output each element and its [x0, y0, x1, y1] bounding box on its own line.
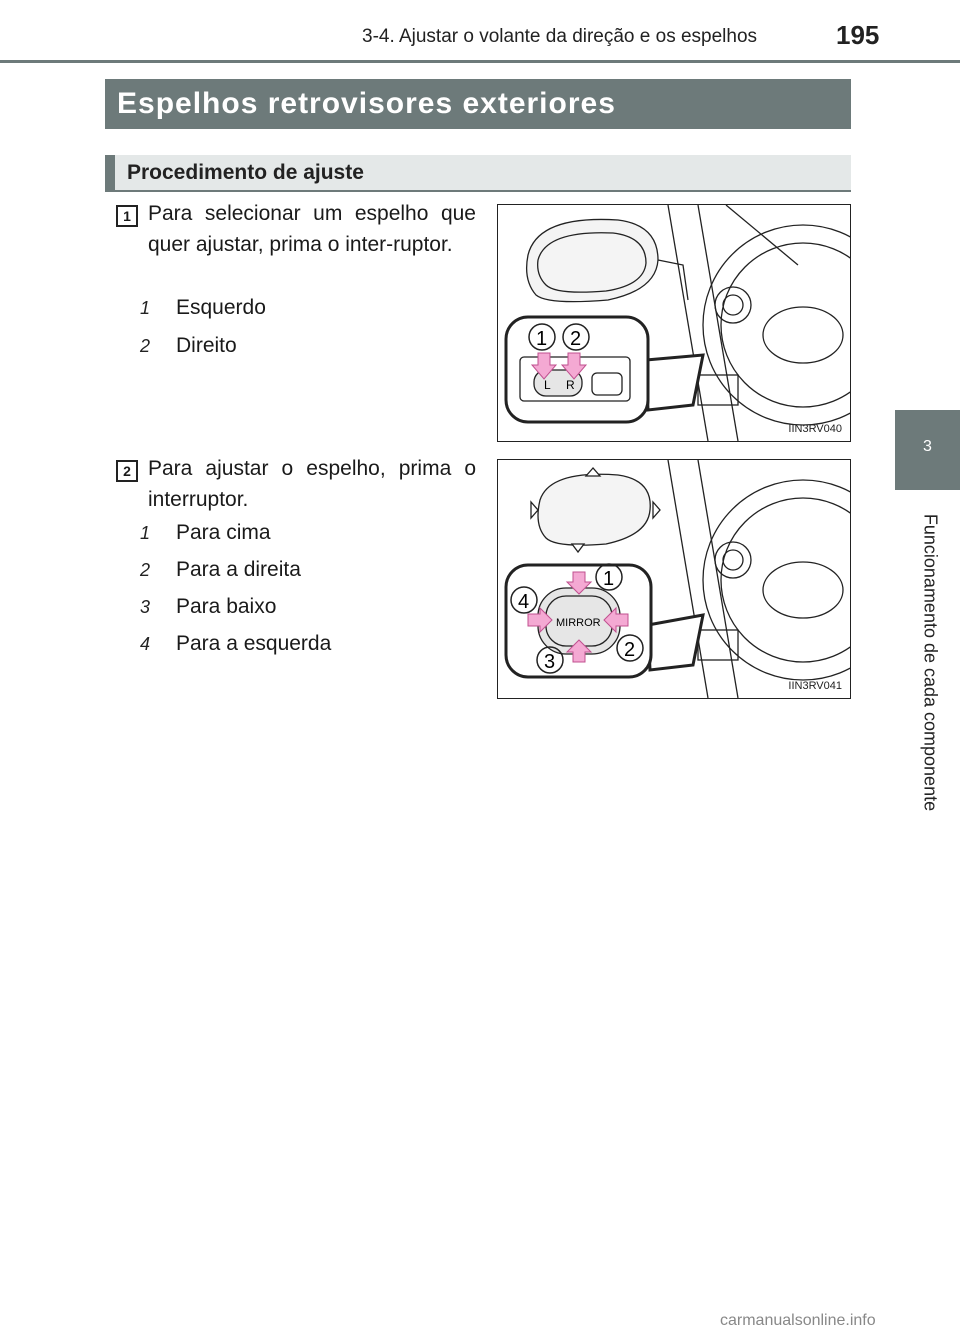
running-header: 3-4. Ajustar o volante da direção e os e… [362, 26, 758, 47]
section-title: Espelhos retrovisores exteriores [117, 87, 616, 120]
figure-code: IIN3RV041 [788, 680, 842, 692]
figure-code: IIN3RV040 [788, 423, 842, 435]
press-arrow-left [530, 352, 558, 380]
callout-2: 2 [570, 328, 581, 350]
item-number: 2 [140, 336, 151, 356]
step-number-box: 1 [116, 205, 138, 227]
callout-3: 3 [544, 651, 555, 673]
callout-2: 2 [624, 639, 635, 661]
callout-1: 1 [603, 568, 614, 590]
header-rule [0, 60, 960, 63]
step-number-box: 2 [116, 460, 138, 482]
subsection-title: Procedimento de ajuste [127, 161, 364, 184]
subsection-rule [105, 190, 851, 192]
press-arrow-right [560, 352, 588, 380]
step-text: Para ajustar o espelho, prima o interrup… [148, 457, 476, 511]
switch-label-left: L [544, 378, 551, 392]
press-arrow-right [603, 606, 629, 634]
watermark: carmanualsonline.info [720, 1312, 876, 1329]
item-label: Esquerdo [176, 296, 266, 319]
item-number: 2 [140, 560, 151, 580]
item-number: 4 [140, 634, 151, 654]
mirror-select-illustration: L R 1 2 [504, 205, 850, 441]
callout-1: 1 [536, 328, 547, 350]
chapter-number: 3 [923, 438, 932, 455]
subsection-bar: Procedimento de ajuste [105, 155, 851, 191]
callout-4: 4 [518, 591, 529, 613]
chapter-side-label: Funcionamento de cada componente [895, 492, 960, 840]
item-label: Para cima [176, 521, 271, 544]
item-label: Para baixo [176, 595, 277, 618]
press-arrow-down [565, 639, 593, 663]
figure-mirror-select: L R 1 2 IIN3RV040 [497, 204, 851, 442]
switch-label-right: R [566, 378, 575, 392]
item-number: 1 [140, 298, 151, 318]
step-text: Para selecionar um espelho que quer ajus… [148, 202, 476, 256]
press-arrow-up [565, 571, 593, 595]
switch-label: MIRROR [556, 617, 601, 629]
item-label: Direito [176, 334, 237, 357]
chapter-label: Funcionamento de cada componente [920, 513, 941, 812]
item-label: Para a esquerda [176, 632, 332, 655]
page-number: 195 [836, 20, 880, 50]
item-label: Para a direita [176, 558, 301, 581]
item-number: 1 [140, 523, 151, 543]
mirror-adjust-illustration: MIRROR 1 2 3 4 [504, 460, 850, 698]
chapter-tab: 3 [895, 410, 960, 490]
item-number: 3 [140, 597, 151, 617]
press-arrow-left [527, 606, 553, 634]
figure-mirror-adjust: MIRROR 1 2 3 4 IIN3RV041 [497, 459, 851, 699]
section-title-bar: Espelhos retrovisores exteriores [105, 79, 851, 129]
